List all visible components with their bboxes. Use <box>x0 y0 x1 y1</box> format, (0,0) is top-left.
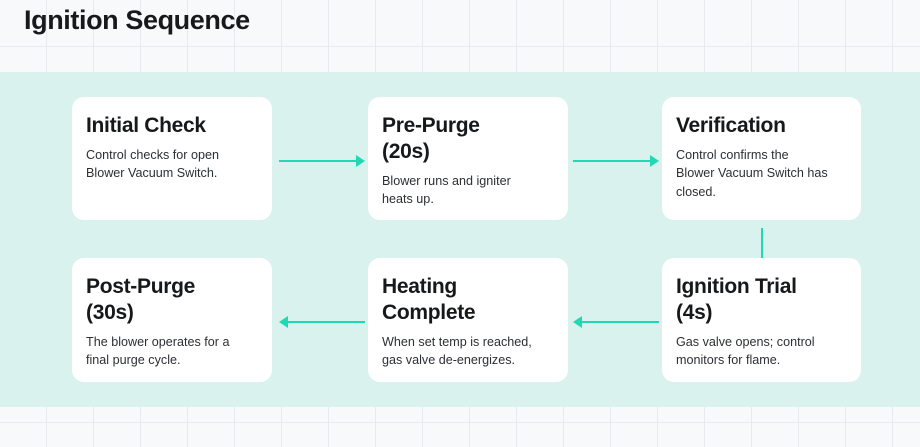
flow-step-title: Ignition Trial (4s) <box>676 275 797 325</box>
flow-step-ignition-trial[interactable]: Ignition Trial (4s) Gas valve opens; con… <box>662 258 861 382</box>
flow-step-title: Post-Purge (30s) <box>86 275 196 325</box>
flow-step-description: Control checks for open Blower Vacuum Sw… <box>86 148 220 181</box>
connector-heating-complete-to-post-purge-arrow-icon <box>279 316 365 328</box>
arrow-head <box>356 155 365 167</box>
flow-step-title: Initial Check <box>86 114 206 137</box>
arrow-shaft <box>580 321 659 324</box>
flow-step-title: Pre-Purge (20s) <box>382 114 480 164</box>
flow-diagram-band: Initial Check Control checks for open Bl… <box>0 72 920 407</box>
flow-step-title: Verification <box>676 114 786 137</box>
page-title: Ignition Sequence <box>24 5 250 35</box>
arrow-shaft <box>279 160 358 163</box>
connector-initial-check-to-pre-purge-arrow-icon <box>279 155 365 167</box>
flow-step-description: Control confirms the Blower Vacuum Switc… <box>676 148 828 199</box>
flow-step-title: Heating Complete <box>382 275 476 325</box>
connector-ignition-trial-to-heating-complete-arrow-icon <box>573 316 659 328</box>
header: Ignition Sequence <box>0 0 920 72</box>
flow-step-post-purge[interactable]: Post-Purge (30s) The blower operates for… <box>72 258 272 382</box>
flow-step-pre-purge[interactable]: Pre-Purge (20s) Blower runs and igniter … <box>368 97 568 220</box>
flow-step-verification[interactable]: Verification Control confirms the Blower… <box>662 97 861 220</box>
flow-step-description: When set temp is reached, gas valve de-e… <box>382 335 532 368</box>
flow-step-heating-complete[interactable]: Heating Complete When set temp is reache… <box>368 258 568 382</box>
arrow-shaft <box>286 321 365 324</box>
arrow-head <box>573 316 582 328</box>
arrow-head <box>650 155 659 167</box>
flow-step-description: Gas valve opens; control monitors for fl… <box>676 335 815 368</box>
arrow-shaft <box>761 228 764 265</box>
arrow-head <box>279 316 288 328</box>
connector-pre-purge-to-verification-arrow-icon <box>573 155 659 167</box>
flow-step-description: Blower runs and igniter heats up. <box>382 174 511 207</box>
flow-step-initial-check[interactable]: Initial Check Control checks for open Bl… <box>72 97 272 220</box>
flow-step-description: The blower operates for a final purge cy… <box>86 335 230 368</box>
arrow-shaft <box>573 160 652 163</box>
